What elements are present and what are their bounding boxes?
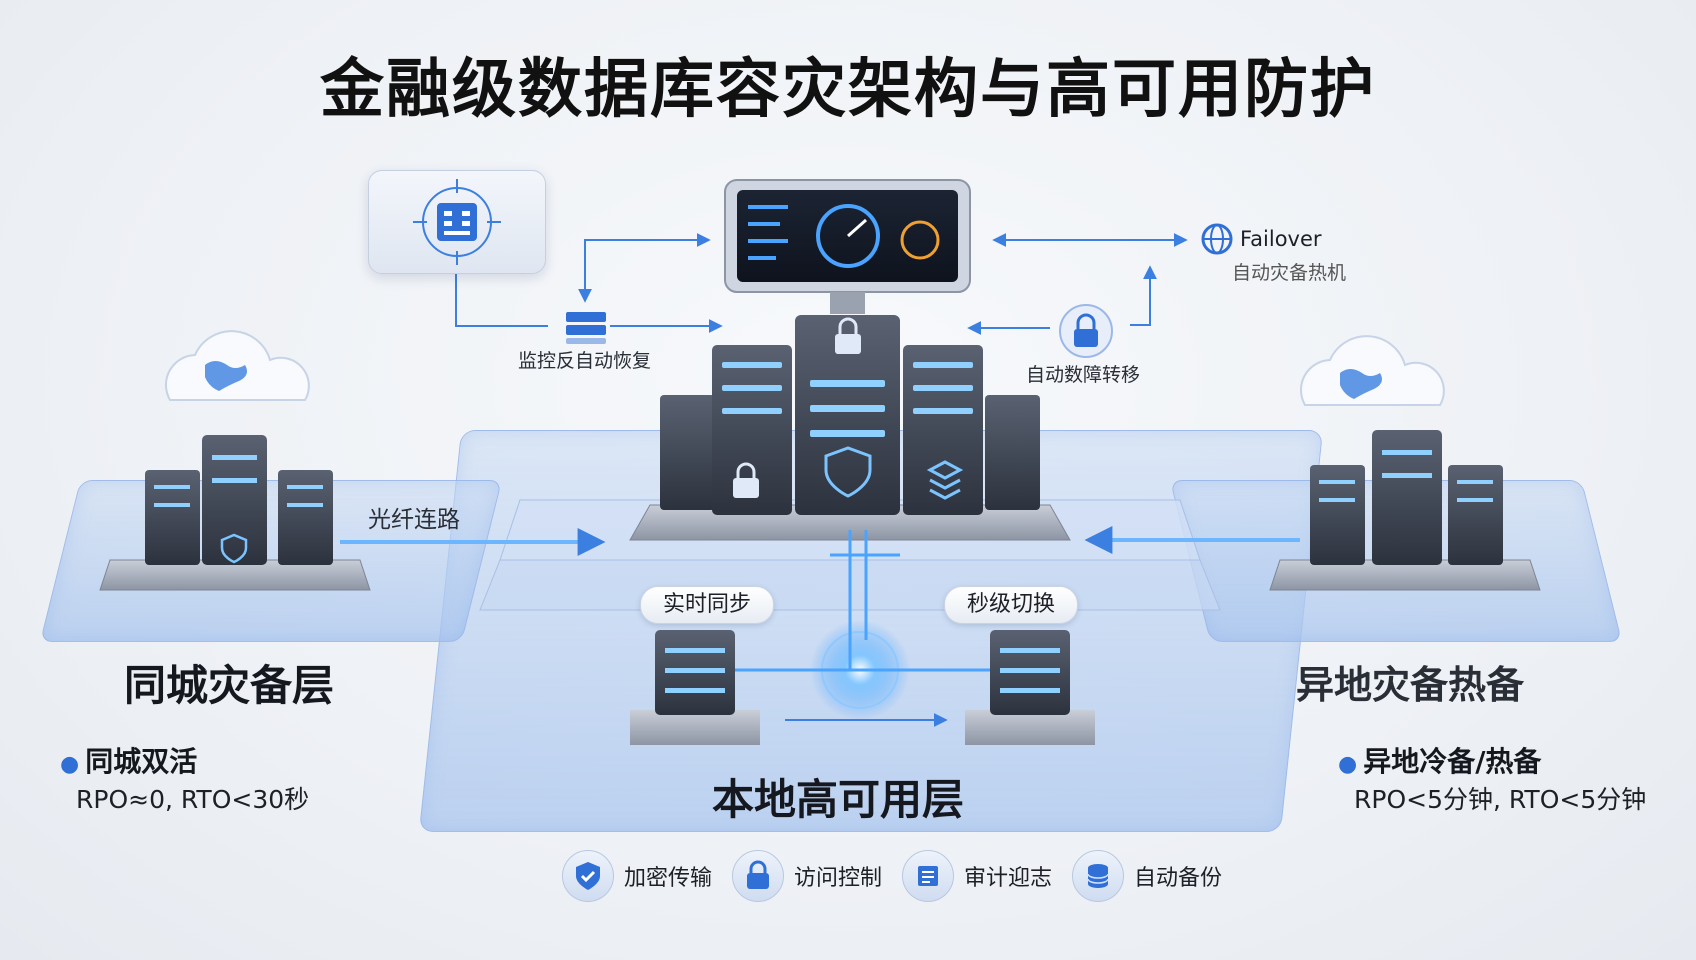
second-switch-pill: 秒级切换	[944, 586, 1079, 624]
same-city-server-cluster	[99, 435, 371, 591]
bullet-dot-icon: ●	[1338, 752, 1358, 777]
same-city-metric: RPO≈0, RTO<30秒	[76, 785, 310, 814]
failover-label: 自动数障转移	[1026, 364, 1141, 386]
fiber-link-label: 光纤连路	[368, 507, 460, 533]
remote-metric: RPO<5分钟, RTO<5分钟	[1354, 785, 1647, 814]
realtime-sync-pill: 实时同步	[640, 586, 775, 624]
primary-server-cluster	[660, 315, 1040, 515]
local-ha-server-a	[630, 630, 760, 745]
same-city-layer-label: 同城灾备层	[124, 661, 335, 710]
same-city-bullet: ●同城双活	[60, 745, 198, 778]
shield-check-icon	[562, 850, 614, 902]
building-icon	[413, 179, 501, 265]
database-icon	[566, 312, 606, 344]
local-layer-label: 本地高可用层	[712, 775, 965, 824]
monitoring-card	[368, 170, 546, 274]
local-ha-server-b	[965, 630, 1095, 745]
failover-subtitle: 自动灾备热机	[1232, 262, 1347, 284]
cloud-icon	[165, 330, 310, 401]
failover-title: Failover	[1240, 227, 1322, 251]
remote-layer-label: 异地灾备热备	[1296, 663, 1525, 707]
globe-icon	[1201, 223, 1233, 255]
lock-icon	[732, 850, 784, 902]
page-title: 金融级数据库容灾架构与高可用防护	[320, 53, 1376, 127]
remote-bullet: ●异地冷备/热备	[1338, 745, 1542, 778]
lock-icon	[1059, 304, 1113, 358]
bullet-dot-icon: ●	[60, 752, 80, 777]
database-backup-icon	[1072, 850, 1124, 902]
failover-badge: Failover	[1200, 222, 1322, 256]
legend-access-control: 访问控制	[732, 850, 882, 902]
legend-audit-log: 审计迎志	[902, 850, 1052, 902]
audit-log-icon	[902, 850, 954, 902]
legend-encrypted-transfer: 加密传输	[562, 850, 712, 902]
cloud-icon	[1300, 335, 1445, 406]
legend-auto-backup: 自动备份	[1072, 850, 1222, 902]
remote-server-cluster	[1269, 430, 1541, 591]
monitor-dashboard	[724, 179, 971, 314]
monitoring-label: 监控反自动恢复	[518, 350, 652, 372]
